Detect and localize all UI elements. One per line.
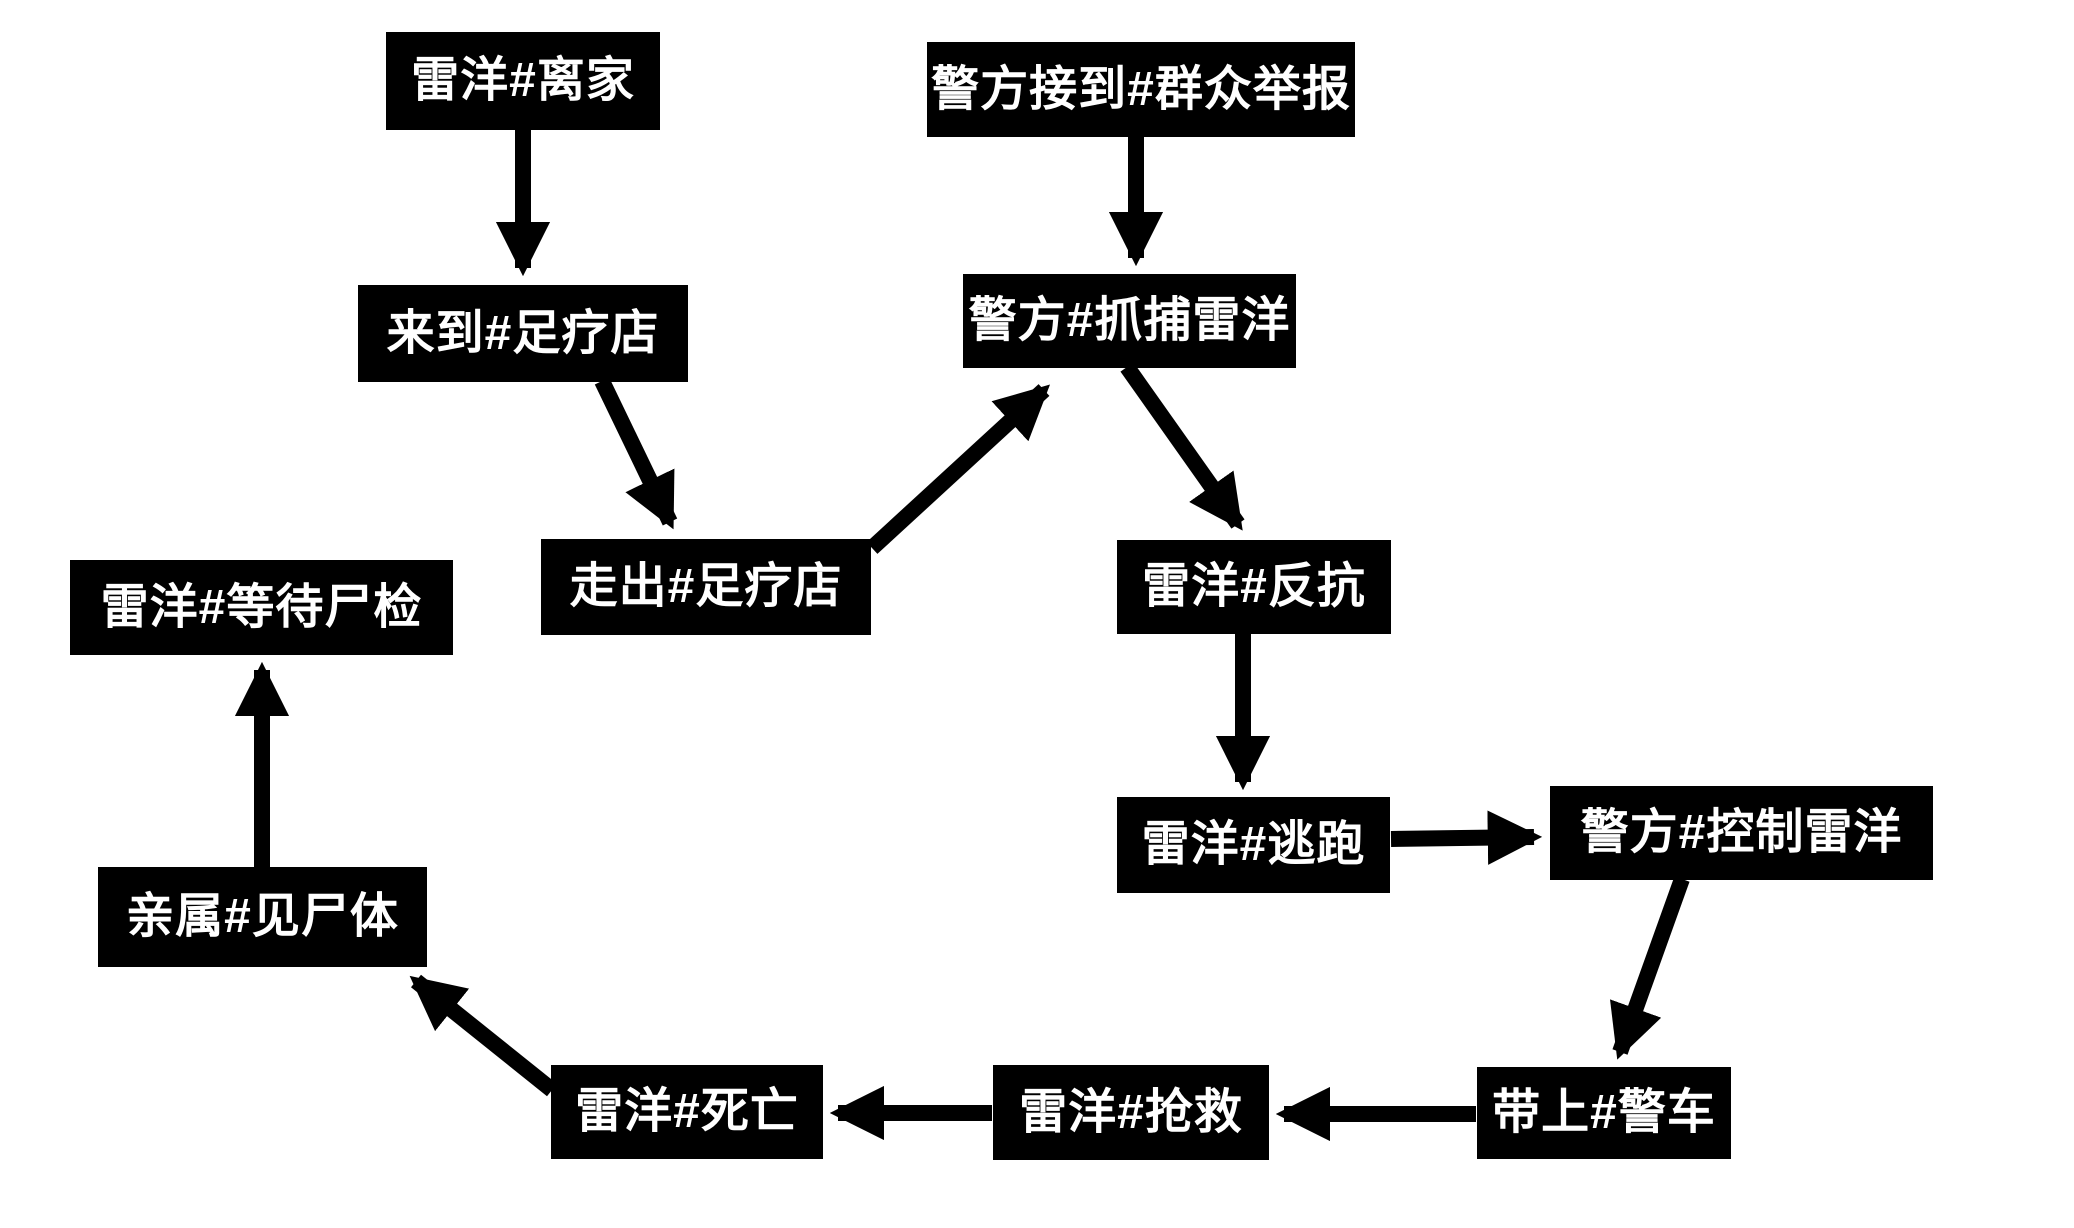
edge-arrives-foot-spa-to-exits-foot-spa — [594, 377, 678, 530]
edge-death-to-relatives-see-body — [409, 974, 558, 1097]
node-label: 亲属#见尸体 — [126, 890, 399, 943]
node-label: 雷洋#死亡 — [575, 1085, 799, 1138]
node-label: 雷洋#等待尸检 — [100, 580, 423, 634]
edge-police-control-to-police-car — [1609, 876, 1690, 1060]
node-lei-yang-emergency-rescue: 雷洋#抢救 — [993, 1065, 1269, 1160]
node-lei-yang-dies: 雷洋#死亡 — [551, 1065, 823, 1159]
node-label: 来到#足疗店 — [386, 306, 660, 360]
node-label: 警方接到#群众举报 — [931, 62, 1351, 116]
node-lei-yang-resists: 雷洋#反抗 — [1117, 540, 1391, 634]
node-label: 雷洋#逃跑 — [1141, 818, 1366, 871]
node-label: 警方#抓捕雷洋 — [968, 294, 1291, 347]
node-label: 雷洋#抢救 — [1019, 1085, 1243, 1139]
node-label: 雷洋#离家 — [411, 54, 635, 107]
node-label: 警方#控制雷洋 — [1580, 806, 1903, 859]
node-exits-foot-spa: 走出#足疗店 — [541, 539, 871, 635]
node-arrives-foot-spa: 来到#足疗店 — [358, 285, 688, 382]
edge-flees-to-police-control — [1390, 810, 1543, 865]
node-lei-yang-leaves-home: 雷洋#离家 — [386, 32, 660, 130]
node-label: 走出#足疗店 — [569, 560, 843, 613]
node-police-receive-public-tip: 警方接到#群众举报 — [927, 42, 1355, 137]
edge-exits-foot-spa-to-police-arrest — [866, 384, 1051, 554]
node-lei-yang-awaits-autopsy: 雷洋#等待尸检 — [70, 560, 453, 655]
node-lei-yang-flees: 雷洋#逃跑 — [1117, 797, 1390, 893]
node-police-arrest-lei-yang: 警方#抓捕雷洋 — [963, 274, 1296, 368]
node-taken-into-police-car: 带上#警车 — [1477, 1067, 1731, 1159]
edge-police-arrest-to-resists — [1120, 362, 1245, 531]
node-relatives-see-body: 亲属#见尸体 — [98, 867, 427, 967]
node-label: 雷洋#反抗 — [1142, 560, 1366, 613]
node-label: 带上#警车 — [1492, 1086, 1716, 1139]
node-police-control-lei-yang: 警方#控制雷洋 — [1550, 786, 1933, 880]
